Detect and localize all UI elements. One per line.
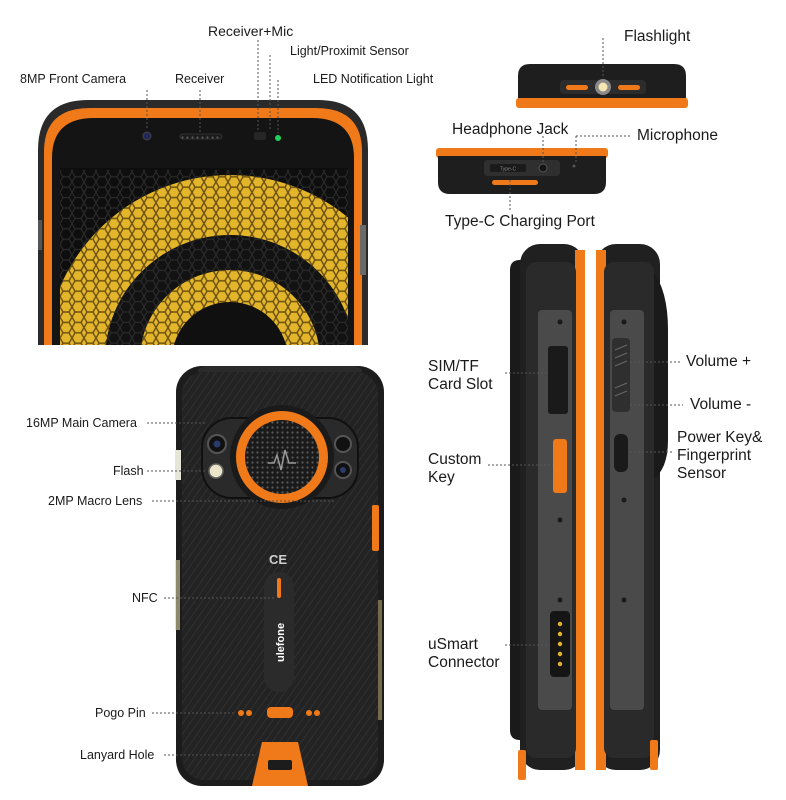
headphone-jack-icon [538, 163, 548, 173]
port-text: Type-C [500, 167, 517, 173]
label-custom-line1: Custom [428, 451, 482, 468]
label-pogo-pin: Pogo Pin [95, 706, 146, 720]
label-nfc: NFC [132, 591, 158, 605]
typec-port-icon [490, 164, 526, 172]
label-lanyard-hole: Lanyard Hole [80, 748, 155, 762]
pogo-pin-icon [314, 710, 320, 716]
side-view-left [510, 244, 585, 780]
label-macro-lens: 2MP Macro Lens [48, 494, 143, 508]
label-custom-key: Custom Key [428, 451, 481, 487]
speaker-wave-icon [268, 449, 296, 471]
flash-icon [208, 463, 224, 479]
label-power-line2: Fingerprint [677, 446, 752, 464]
light-sensor-icon [254, 132, 266, 140]
leader-lines [146, 38, 683, 756]
label-receiver-mic: Receiver+Mic [208, 23, 294, 39]
label-flashlight: Flashlight [624, 28, 691, 45]
label-power-key: Power Key& Fingerprint Sensor [677, 429, 762, 482]
custom-key [553, 439, 567, 493]
label-light-sensor: Light/Proximit Sensor [290, 44, 409, 58]
label-sim-line1: SIM/TF [428, 358, 479, 375]
top-edge-view [516, 64, 688, 108]
label-power-line1: Power Key& [677, 429, 763, 446]
label-main-camera: 16MP Main Camera [26, 416, 137, 430]
label-custom-line2: Key [428, 468, 455, 486]
sim-slot [548, 346, 568, 414]
side-view-right [596, 244, 668, 770]
label-typec-port: Type-C Charging Port [445, 213, 595, 230]
cert-marks: CE [269, 552, 287, 567]
receiver-grille [179, 133, 223, 140]
label-usmart-line1: uSmart [428, 636, 478, 653]
volume-keys [612, 338, 630, 412]
label-front-camera: 8MP Front Camera [20, 72, 127, 86]
front-phone [38, 100, 368, 345]
back-phone: CE ulefone [175, 366, 384, 786]
label-led-light: LED Notification Light [313, 72, 434, 86]
front-camera-icon [142, 131, 152, 141]
label-headphone-jack: Headphone Jack [452, 121, 569, 138]
label-power-line3: Sensor [677, 464, 727, 482]
label-microphone: Microphone [637, 127, 718, 144]
label-sim-slot: SIM/TF Card Slot [428, 358, 493, 394]
led-icon [275, 135, 281, 141]
label-usmart-line2: Connector [428, 653, 500, 671]
brand-logo: ulefone [275, 623, 287, 662]
bottom-edge-view: Type-C [436, 148, 608, 194]
label-usmart: uSmart Connector [428, 636, 500, 672]
label-sim-line2: Card Slot [428, 375, 493, 393]
label-volume-up: Volume + [686, 353, 752, 370]
power-key [614, 434, 628, 472]
flashlight-icon [598, 82, 608, 92]
label-flash: Flash [113, 464, 144, 478]
microphone-icon [572, 164, 576, 168]
label-volume-down: Volume - [690, 396, 752, 413]
label-receiver: Receiver [175, 72, 225, 86]
